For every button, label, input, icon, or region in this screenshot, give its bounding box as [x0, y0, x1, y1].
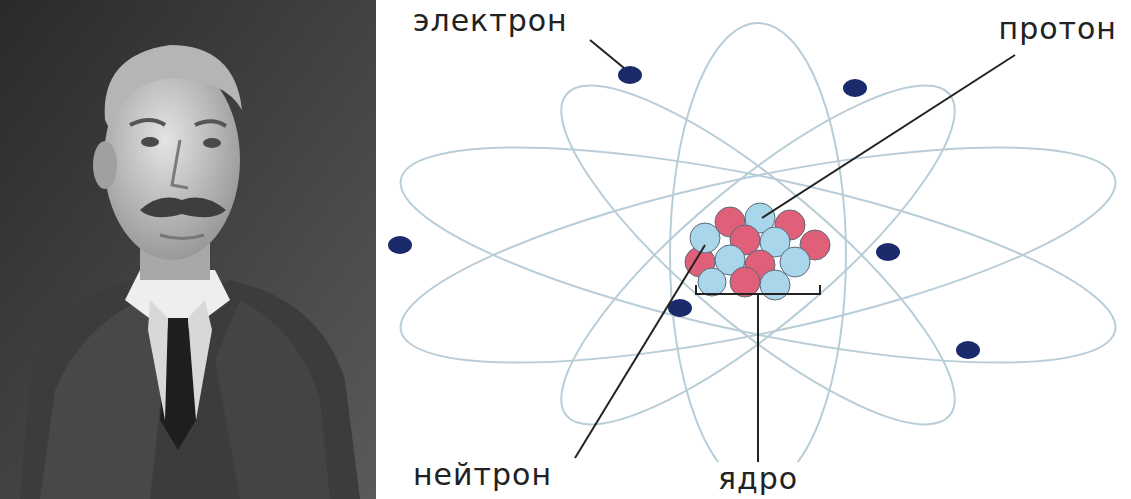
- part-label: нейтрон: [410, 458, 555, 492]
- electrons: [388, 66, 980, 359]
- leader-lines: [575, 40, 1015, 462]
- atom-orbits: [385, 23, 1131, 487]
- nucleus: [685, 203, 830, 300]
- part-label: протон: [996, 12, 1120, 46]
- part-label: ядро: [715, 462, 801, 496]
- part-label: электрон: [410, 4, 571, 38]
- portrait-photo: [0, 0, 376, 499]
